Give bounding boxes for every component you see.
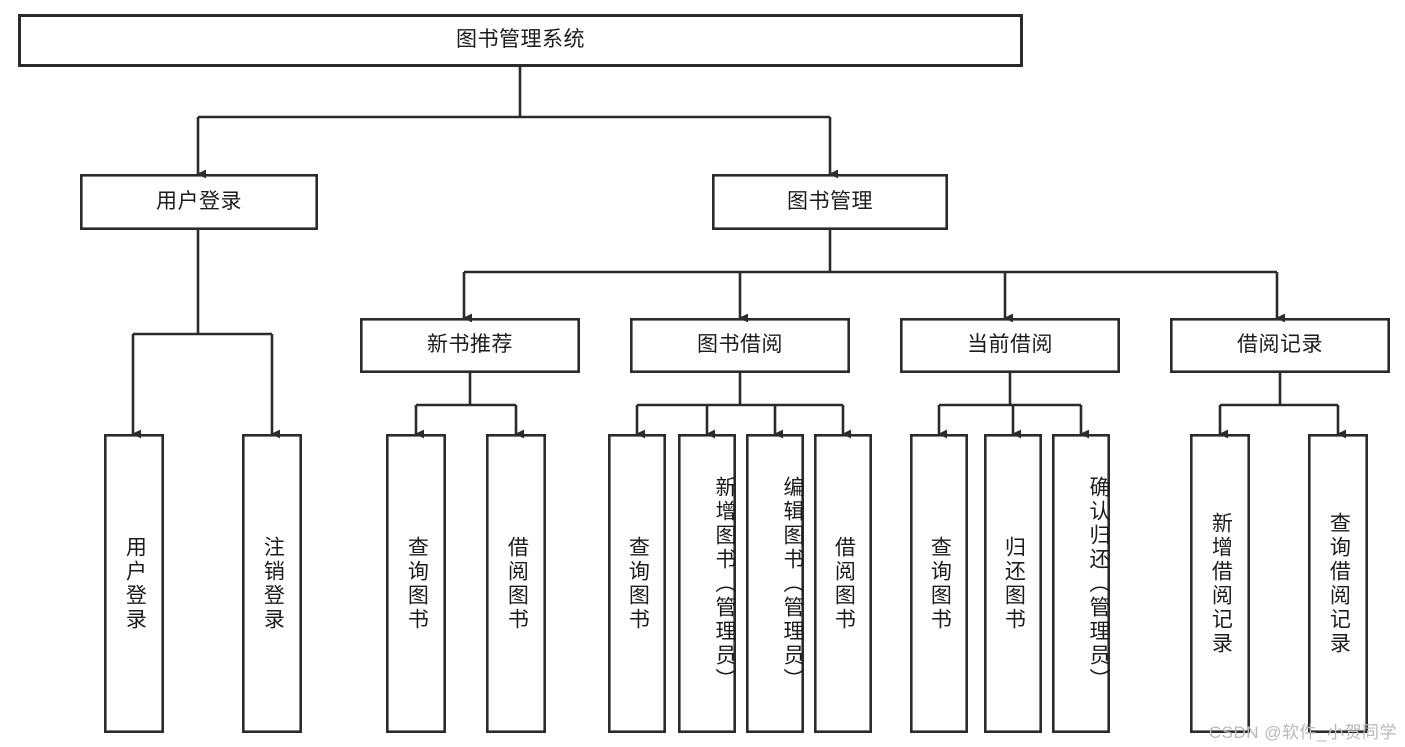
box-leaf-add-record	[1190, 433, 1251, 733]
box-leaf-query-book-1	[385, 433, 446, 733]
box-root	[18, 14, 1023, 67]
box-leaf-logout	[242, 433, 303, 733]
node-boxes	[18, 14, 1391, 733]
box-leaf-add-book	[677, 433, 736, 733]
box-leaf-query-record	[1308, 433, 1369, 733]
box-leaf-borrow-book-1	[485, 433, 546, 733]
box-new-book-recommend	[359, 317, 580, 373]
box-leaf-confirm-return	[1052, 433, 1111, 733]
box-leaf-return-book	[983, 433, 1042, 733]
box-leaf-query-book-3	[909, 433, 968, 733]
box-leaf-edit-book	[745, 433, 804, 733]
csdn-watermark: CSDN @软件_小贺同学	[1208, 723, 1397, 742]
box-user-login	[80, 174, 318, 231]
box-book-management	[711, 174, 948, 231]
box-leaf-user-login	[104, 433, 165, 733]
box-leaf-query-book-2	[607, 433, 666, 733]
box-leaf-borrow-book-2	[813, 433, 872, 733]
box-current-borrow	[899, 317, 1120, 373]
box-borrow-record	[1170, 317, 1391, 373]
connector-lines	[131, 67, 1347, 439]
box-book-borrow	[629, 317, 850, 373]
